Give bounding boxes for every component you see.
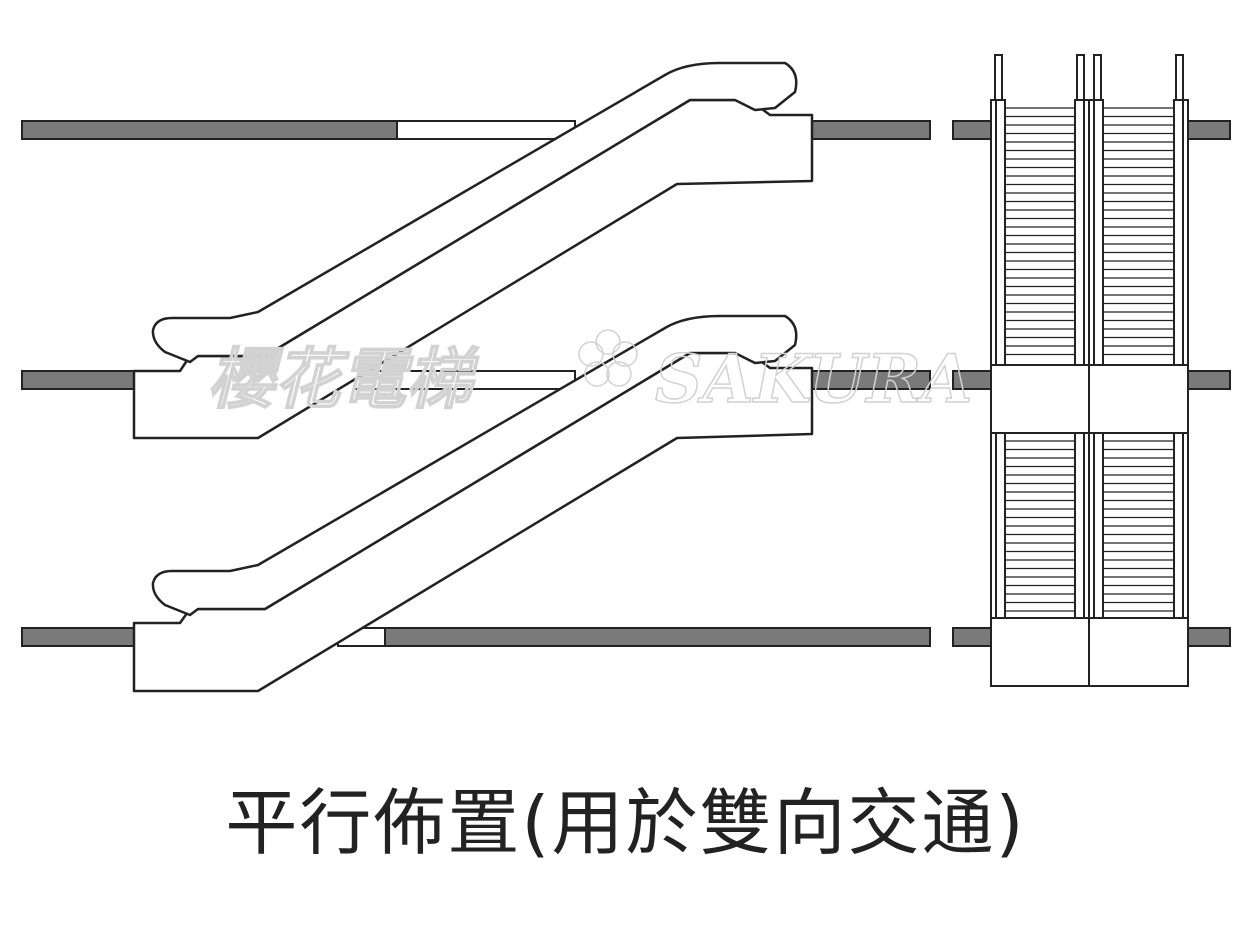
top-floor-opening — [396, 120, 576, 140]
top-floor-slab-right — [811, 120, 931, 140]
escalator-elevation-lower — [132, 314, 814, 693]
floor-slabs-front — [952, 120, 1231, 647]
front-newel-post — [1093, 54, 1102, 104]
middle-floor-slab-left — [21, 370, 135, 390]
front-balustrade — [990, 99, 1006, 366]
watermark: 櫻花電梯 SAKURA — [207, 329, 973, 419]
escalator-elevation-upper — [132, 61, 814, 440]
front-balustrade — [1088, 99, 1104, 366]
bottom-floor-slab-right — [384, 627, 931, 647]
front-bottom-slab-right — [1187, 627, 1231, 647]
escalator-front-view — [990, 54, 1189, 687]
front-balustrade — [1074, 432, 1090, 619]
top-floor-slab-left — [21, 120, 398, 140]
bottom-floor-slab-left — [21, 627, 135, 647]
front-balustrade — [1088, 432, 1104, 619]
front-top-slab-left — [952, 120, 992, 140]
watermark-flower-icon — [578, 329, 638, 387]
front-top-slab-right — [1187, 120, 1231, 140]
escalator-diagram: 櫻花電梯 SAKURA — [21, 54, 1231, 693]
front-newel-post — [994, 54, 1003, 104]
front-balustrade — [1173, 432, 1189, 619]
front-bottom-slab-left — [952, 627, 992, 647]
front-balustrade — [990, 432, 1006, 619]
front-balustrade — [1074, 99, 1090, 366]
watermark-brand: SAKURA — [655, 340, 973, 418]
front-middle-slab-right — [1187, 370, 1231, 390]
lower-escalator-handrail — [151, 314, 798, 617]
front-newel-post — [1076, 54, 1085, 104]
front-newel-post — [1175, 54, 1184, 104]
watermark-chinese: 櫻花電梯 — [208, 340, 480, 418]
front-balustrade — [1173, 99, 1189, 366]
upper-escalator-handrail — [151, 61, 798, 364]
diagram-caption: 平行佈置(用於雙向交通) — [225, 781, 1026, 865]
